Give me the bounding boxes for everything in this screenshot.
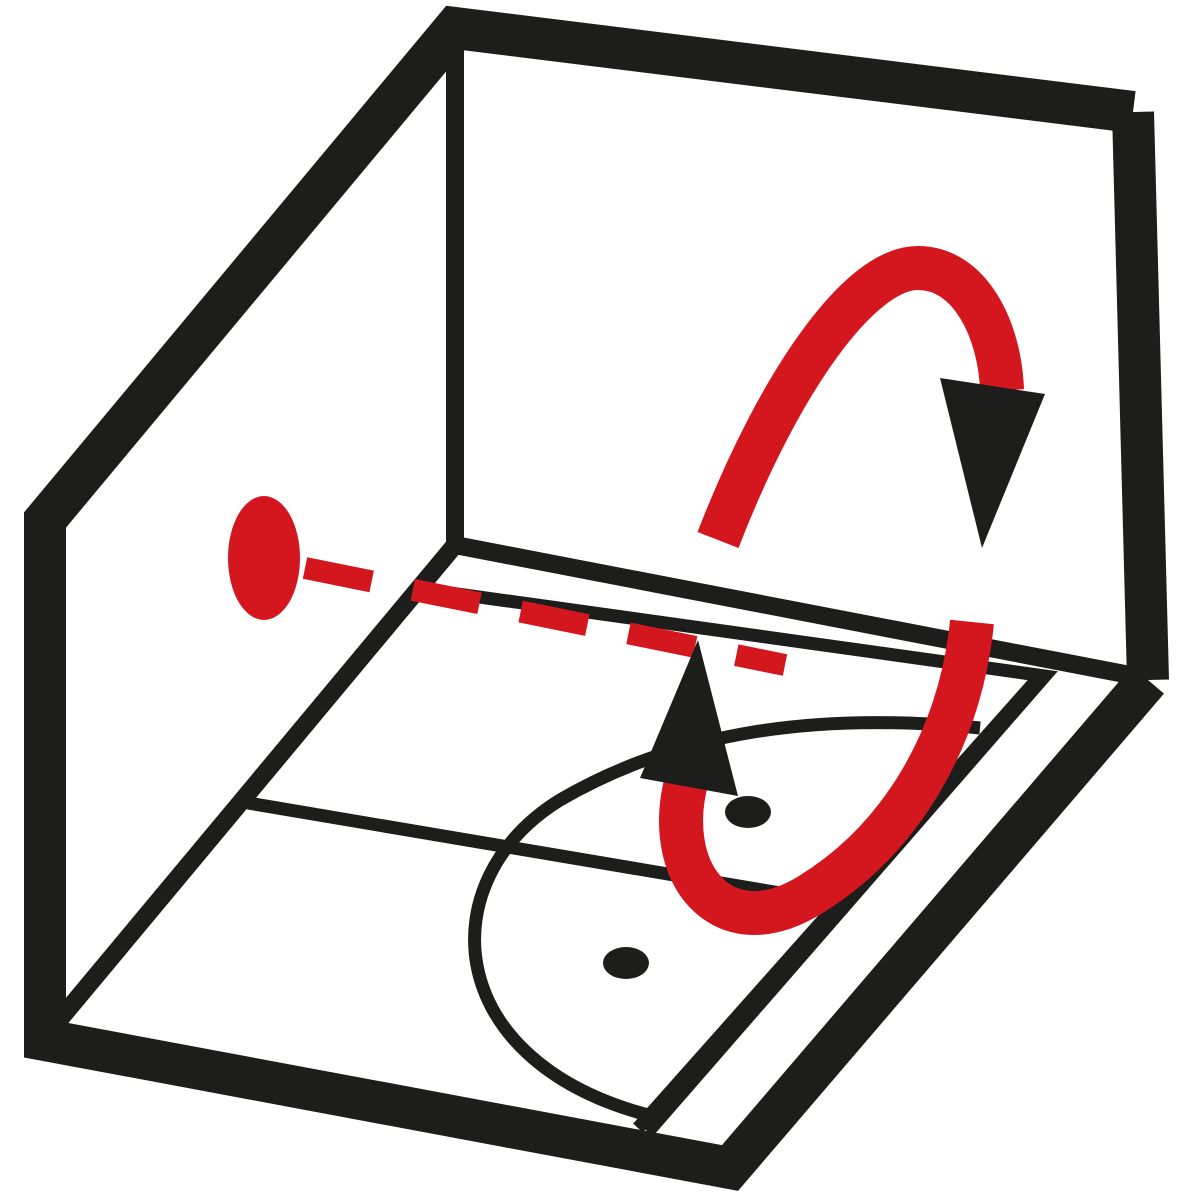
laser-dashed-line [302,557,788,676]
court-markings-icon [246,581,1058,1137]
rotation-arrowhead-down [940,378,1045,548]
laser-target-dot-icon [228,496,788,676]
rotation-arc-lower [659,619,994,935]
court-spot-upper [725,796,771,828]
back-wall-right-edge [1112,111,1169,681]
room-box-outline-icon [24,5,1169,1191]
left-floor-edge [48,539,462,1031]
back-floor-edge [453,536,1132,684]
rotation-arrowhead-up [640,640,738,796]
court-key-arc [468,716,981,1122]
court-spot-lower [603,947,649,979]
room-outer-frame [24,5,1164,1191]
rotation-arrow-icon [640,245,1045,935]
laser-dot [228,496,300,620]
rotation-arc-upper [697,245,1024,548]
court-boundary [414,581,1058,1137]
